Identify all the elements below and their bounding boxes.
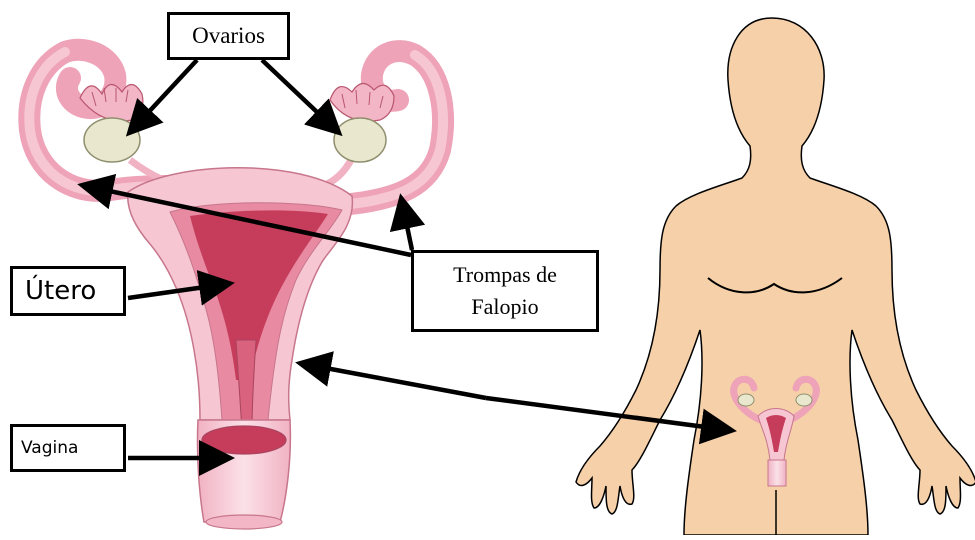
- label-vagina-text: Vagina: [21, 438, 78, 458]
- arrow-ovarios-right: [262, 60, 336, 130]
- label-trompas-text: Trompas de Falopio: [453, 259, 557, 323]
- arrow-body-link-right: [486, 398, 728, 430]
- label-trompas-de-falopio: Trompas de Falopio: [411, 250, 599, 332]
- vaginal-opening: [202, 426, 286, 454]
- label-utero: Útero: [10, 266, 126, 316]
- label-trompas-line2: Falopio: [453, 291, 557, 323]
- arrow-trompas-right: [402, 202, 412, 250]
- label-utero-text: Útero: [25, 276, 96, 306]
- right-ovary: [334, 118, 386, 162]
- label-ovarios-text: Ovarios: [192, 23, 265, 49]
- left-ovary: [84, 118, 140, 162]
- label-trompas-line1: Trompas de: [453, 259, 557, 291]
- label-ovarios: Ovarios: [167, 12, 290, 60]
- label-vagina: Vagina: [10, 424, 126, 472]
- arrow-body-link: [304, 364, 486, 398]
- female-body-silhouette: [576, 18, 975, 535]
- right-fimbriae: [330, 83, 394, 121]
